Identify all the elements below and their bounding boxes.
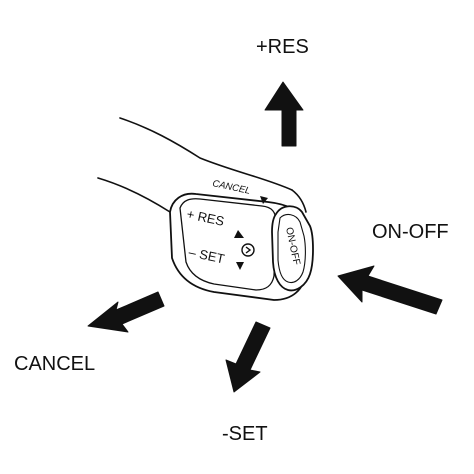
direction-arrows (87, 81, 443, 393)
arrow-res-up (264, 81, 304, 147)
lever-res-arrow-mark (234, 230, 244, 238)
lever-cancel-arrow-mark (260, 196, 268, 204)
arrow-set-down (225, 321, 271, 393)
lever-cancel-text: CANCEL (211, 178, 251, 197)
label-cancel: CANCEL (14, 353, 96, 375)
lever-set-text: – SET (187, 244, 226, 266)
label-on-off: ON-OFF (372, 221, 449, 243)
on-off-button: ON-OFF (271, 205, 314, 292)
lever-stalk (97, 117, 307, 213)
label-set: -SET (222, 423, 268, 445)
label-res: +RES (256, 36, 309, 58)
arrow-cancel-left (87, 291, 165, 333)
arrow-on-off-left (337, 265, 443, 315)
lever-set-arrow-mark (236, 262, 244, 270)
lever-circle-symbol (241, 243, 255, 257)
